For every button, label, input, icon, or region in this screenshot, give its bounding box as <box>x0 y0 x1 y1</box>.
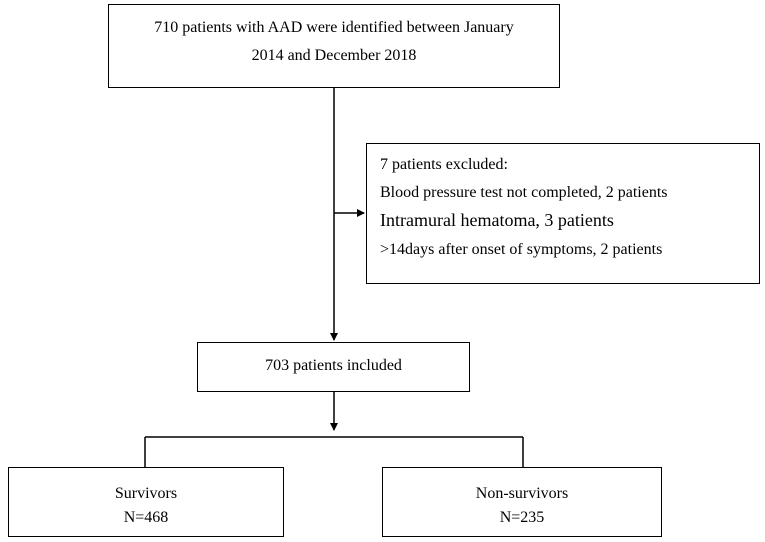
identified-line-1: 710 patients with AAD were identified be… <box>154 19 514 36</box>
nonsurvivors-count: N=235 <box>499 509 545 526</box>
excluded-item-onset: >14days after onset of symptoms, 2 patie… <box>380 241 663 258</box>
excluded-item-bp: Blood pressure test not completed, 2 pat… <box>380 184 668 201</box>
excluded-title: 7 patients excluded: <box>380 156 508 173</box>
excluded-patients-box <box>366 143 760 284</box>
nonsurvivors-label: Non-survivors <box>475 485 569 502</box>
identified-patients-box <box>108 4 560 88</box>
survivors-count: N=468 <box>123 509 169 526</box>
survivors-box <box>8 467 284 537</box>
survivors-label: Survivors <box>114 485 178 502</box>
excluded-item-hematoma: Intramural hematoma, 3 patients <box>380 210 614 230</box>
included-patients-box <box>197 342 470 392</box>
identified-line-2: 2014 and December 2018 <box>251 47 417 64</box>
included-label: 703 patients included <box>265 357 402 374</box>
nonsurvivors-box <box>382 467 662 537</box>
